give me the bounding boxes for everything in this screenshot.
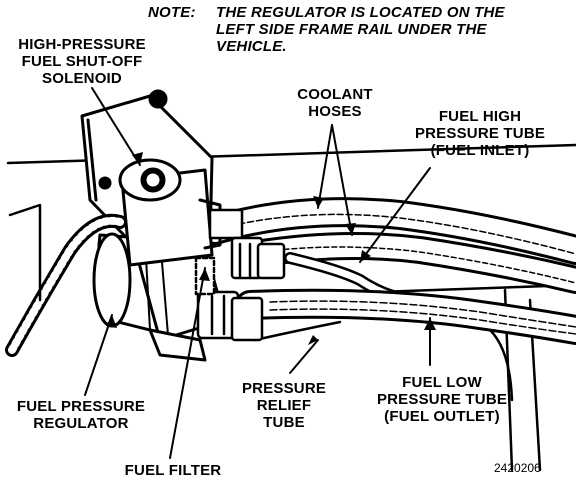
- label-low-pressure-tube: FUEL LOW PRESSURE TUBE (FUEL OUTLET): [376, 374, 508, 425]
- coolant-hose-lower: [236, 232, 576, 294]
- leader-arrowheads: [106, 152, 436, 345]
- note-label: NOTE:: [148, 4, 196, 21]
- low-pressure-tube: [235, 288, 576, 345]
- leader-lines: [84, 87, 431, 459]
- label-shutoff-solenoid: HIGH-PRESSURE FUEL SHUT-OFF SOLENOID: [18, 36, 146, 87]
- note-line-2: LEFT SIDE FRAME RAIL UNDER THE: [216, 21, 487, 38]
- note-line-3: VEHICLE.: [216, 38, 287, 55]
- fittings: [194, 208, 286, 342]
- coolant-hose-upper: [200, 197, 576, 265]
- note-line-1: THE REGULATOR IS LOCATED ON THE: [216, 4, 505, 21]
- figure-code: 2420206: [494, 461, 541, 475]
- label-fuel-filter: FUEL FILTER: [124, 462, 222, 479]
- lower-housing: [148, 328, 207, 362]
- solenoid-body: [118, 158, 222, 267]
- wire-loom: [5, 203, 127, 357]
- label-relief-tube: PRESSURE RELIEF TUBE: [241, 380, 327, 431]
- location-note: NOTE: THE REGULATOR IS LOCATED ON THE LE…: [148, 4, 568, 60]
- label-pressure-regulator: FUEL PRESSURE REGULATOR: [16, 398, 146, 432]
- pressure-relief-tube: [253, 320, 342, 342]
- label-coolant-hoses: COOLANT HOSES: [297, 86, 373, 120]
- label-high-pressure-tube: FUEL HIGH PRESSURE TUBE (FUEL INLET): [414, 108, 546, 159]
